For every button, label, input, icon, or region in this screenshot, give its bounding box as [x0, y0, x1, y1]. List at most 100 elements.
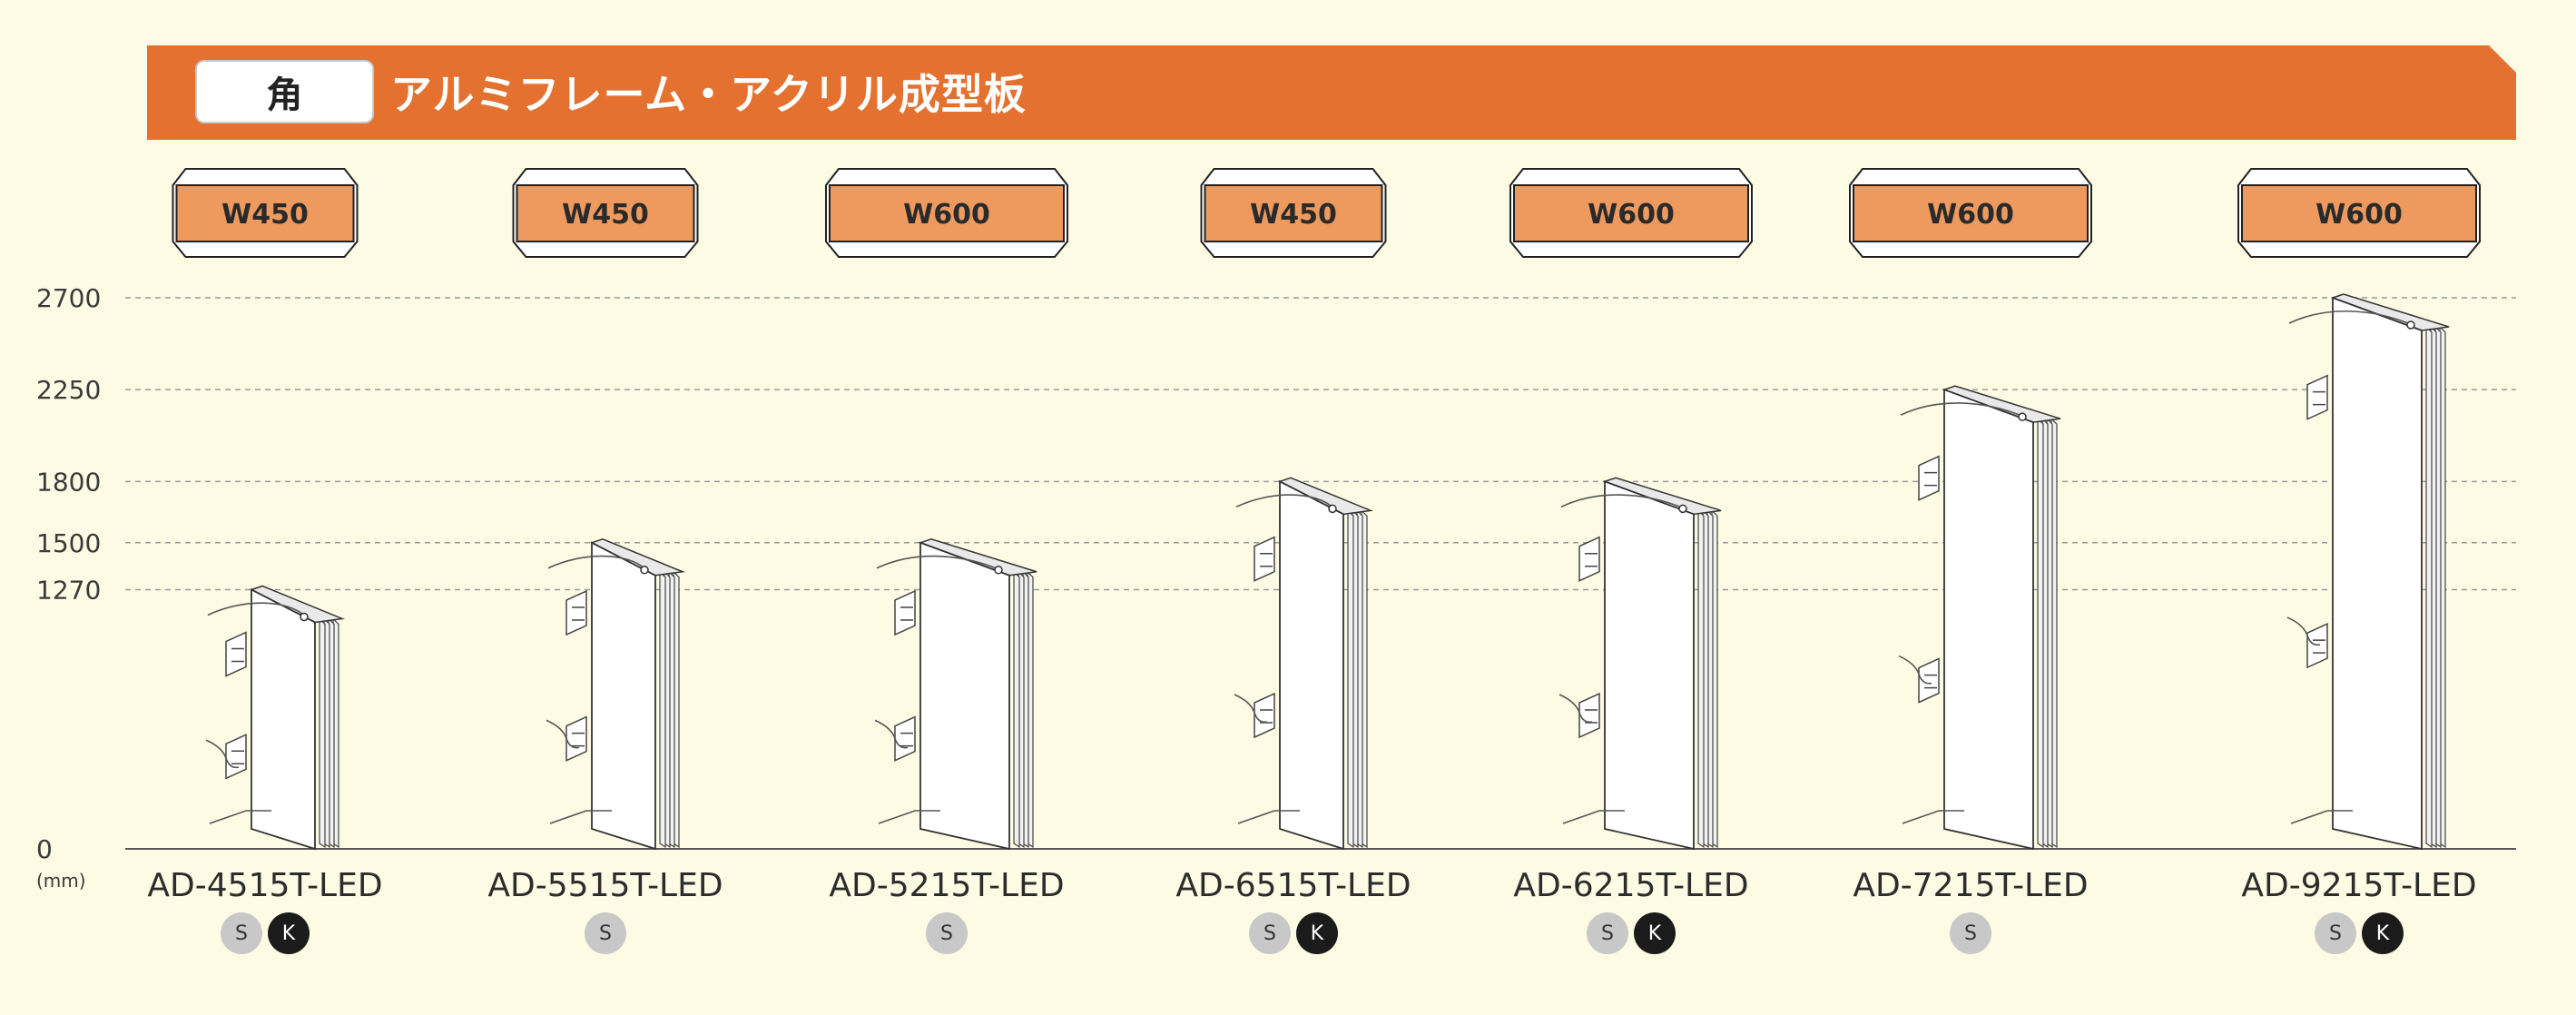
- sign-front-face: [1943, 388, 2034, 851]
- model-name: AD-5215T-LED: [829, 867, 1065, 904]
- side-cable: [1558, 694, 1593, 724]
- color-option-s: S: [221, 912, 262, 954]
- width-indicator: W600: [825, 168, 1068, 258]
- side-cable: [1898, 655, 1932, 685]
- model-name: AD-7215T-LED: [1853, 867, 2089, 904]
- side-cable: [205, 739, 240, 769]
- power-cable: [207, 602, 307, 618]
- color-option-s: S: [585, 912, 626, 954]
- y-axis-unit: (mm): [36, 870, 86, 892]
- cable-gland: [2406, 320, 2415, 330]
- width-box: [1204, 184, 1383, 242]
- sign-front-face: [591, 541, 656, 851]
- sign-side-layer: [1347, 508, 1354, 849]
- power-cable: [876, 555, 1001, 571]
- y-tick-label: 0: [36, 834, 53, 864]
- power-cable: [2288, 310, 2414, 326]
- mounting-bracket: [2306, 374, 2328, 420]
- bottom-cable: [1237, 810, 1300, 824]
- width-indicator: W600: [1849, 168, 2092, 258]
- cable-gland: [994, 566, 1003, 575]
- bottom-cable: [878, 810, 940, 824]
- y-tick-label: 1270: [36, 575, 101, 605]
- mounting-bracket: [225, 734, 247, 780]
- y-tick-label: 2250: [36, 375, 101, 405]
- width-label: W450: [221, 199, 309, 231]
- page-title: アルミフレーム・アクリル成型板: [390, 70, 1027, 119]
- color-option-s: S: [1950, 912, 1991, 954]
- width-box: [516, 184, 695, 242]
- cable-gland: [1678, 504, 1687, 514]
- bottom-cable: [1562, 810, 1625, 824]
- sign-side-layer: [319, 617, 326, 849]
- sign-illustration: [2286, 293, 2450, 851]
- sign-front-face: [251, 588, 316, 851]
- sign-side-layer: [659, 570, 666, 849]
- color-option-s: S: [1587, 912, 1628, 954]
- color-option-s: S: [2315, 912, 2356, 954]
- color-option-k: K: [2362, 912, 2404, 954]
- sign-side-layer: [2037, 417, 2044, 849]
- mounting-bracket: [565, 589, 587, 636]
- bottom-cable: [1902, 810, 1964, 824]
- mounting-bracket: [1578, 692, 1600, 739]
- color-option-k: K: [1634, 912, 1676, 954]
- width-indicator: W600: [2237, 168, 2481, 258]
- side-cable: [874, 719, 909, 749]
- color-option-s: S: [926, 912, 968, 954]
- width-label: W600: [1927, 199, 2014, 231]
- power-cable: [1900, 402, 2025, 418]
- color-option-s: S: [1249, 912, 1291, 954]
- title-banner: [147, 45, 2516, 140]
- sign-side-layer: [2425, 325, 2433, 849]
- sign-illustration: [205, 585, 345, 851]
- model-name: AD-9215T-LED: [2241, 867, 2477, 904]
- sign-illustration: [1234, 477, 1373, 851]
- mounting-bracket: [225, 631, 247, 677]
- mounting-bracket: [1918, 455, 1940, 501]
- width-box: [2241, 184, 2477, 242]
- width-box: [1853, 184, 2089, 242]
- mounting-bracket: [894, 589, 916, 636]
- sign-front-face: [919, 541, 1010, 851]
- bottom-cable: [549, 810, 612, 824]
- sign-illustration: [874, 537, 1037, 851]
- cable-gland: [640, 566, 649, 575]
- sign-illustration: [1898, 385, 2061, 851]
- power-cable: [547, 555, 647, 571]
- cable-gland: [2018, 412, 2027, 421]
- color-options: S: [1950, 912, 1991, 954]
- sign-illustration: [546, 537, 685, 851]
- width-label: W600: [903, 199, 990, 231]
- sign-front-face: [1279, 479, 1344, 851]
- sign-front-face: [2332, 296, 2423, 851]
- sign-illustration: [1558, 477, 1722, 851]
- width-label: W600: [1588, 199, 1675, 231]
- color-option-k: K: [1296, 912, 1338, 954]
- sign-side-layer: [1697, 508, 1705, 849]
- mounting-bracket: [894, 715, 916, 762]
- model-name: AD-4515T-LED: [147, 867, 383, 904]
- model-name: AD-6515T-LED: [1175, 867, 1411, 904]
- width-box: [829, 184, 1065, 242]
- y-tick-label: 1800: [36, 467, 101, 497]
- width-box: [175, 184, 355, 242]
- width-label: W450: [1250, 199, 1337, 231]
- color-option-k: K: [268, 912, 310, 954]
- category-badge: 角: [195, 60, 374, 123]
- y-tick-label: 2700: [36, 283, 101, 313]
- cable-gland: [1328, 504, 1337, 514]
- bottom-cable: [209, 810, 271, 824]
- width-label: W450: [562, 199, 649, 231]
- side-cable: [546, 719, 580, 749]
- sign-side-layer: [1013, 570, 1020, 849]
- mounting-bracket: [1578, 536, 1600, 582]
- width-indicator: W450: [1200, 168, 1387, 258]
- width-indicator: W450: [512, 168, 699, 258]
- width-box: [1513, 184, 1749, 242]
- mounting-bracket: [1254, 536, 1275, 582]
